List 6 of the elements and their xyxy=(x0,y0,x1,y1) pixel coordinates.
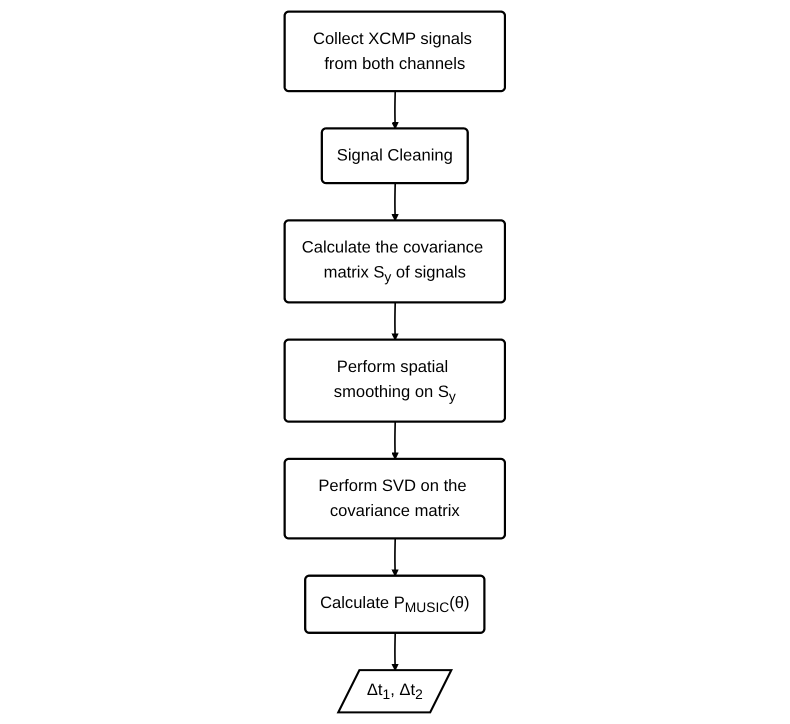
arrow xyxy=(392,183,399,222)
arrow xyxy=(392,92,399,130)
arrow xyxy=(392,422,399,460)
arrow xyxy=(392,633,399,671)
arrow xyxy=(392,538,399,576)
arrow xyxy=(392,302,399,340)
